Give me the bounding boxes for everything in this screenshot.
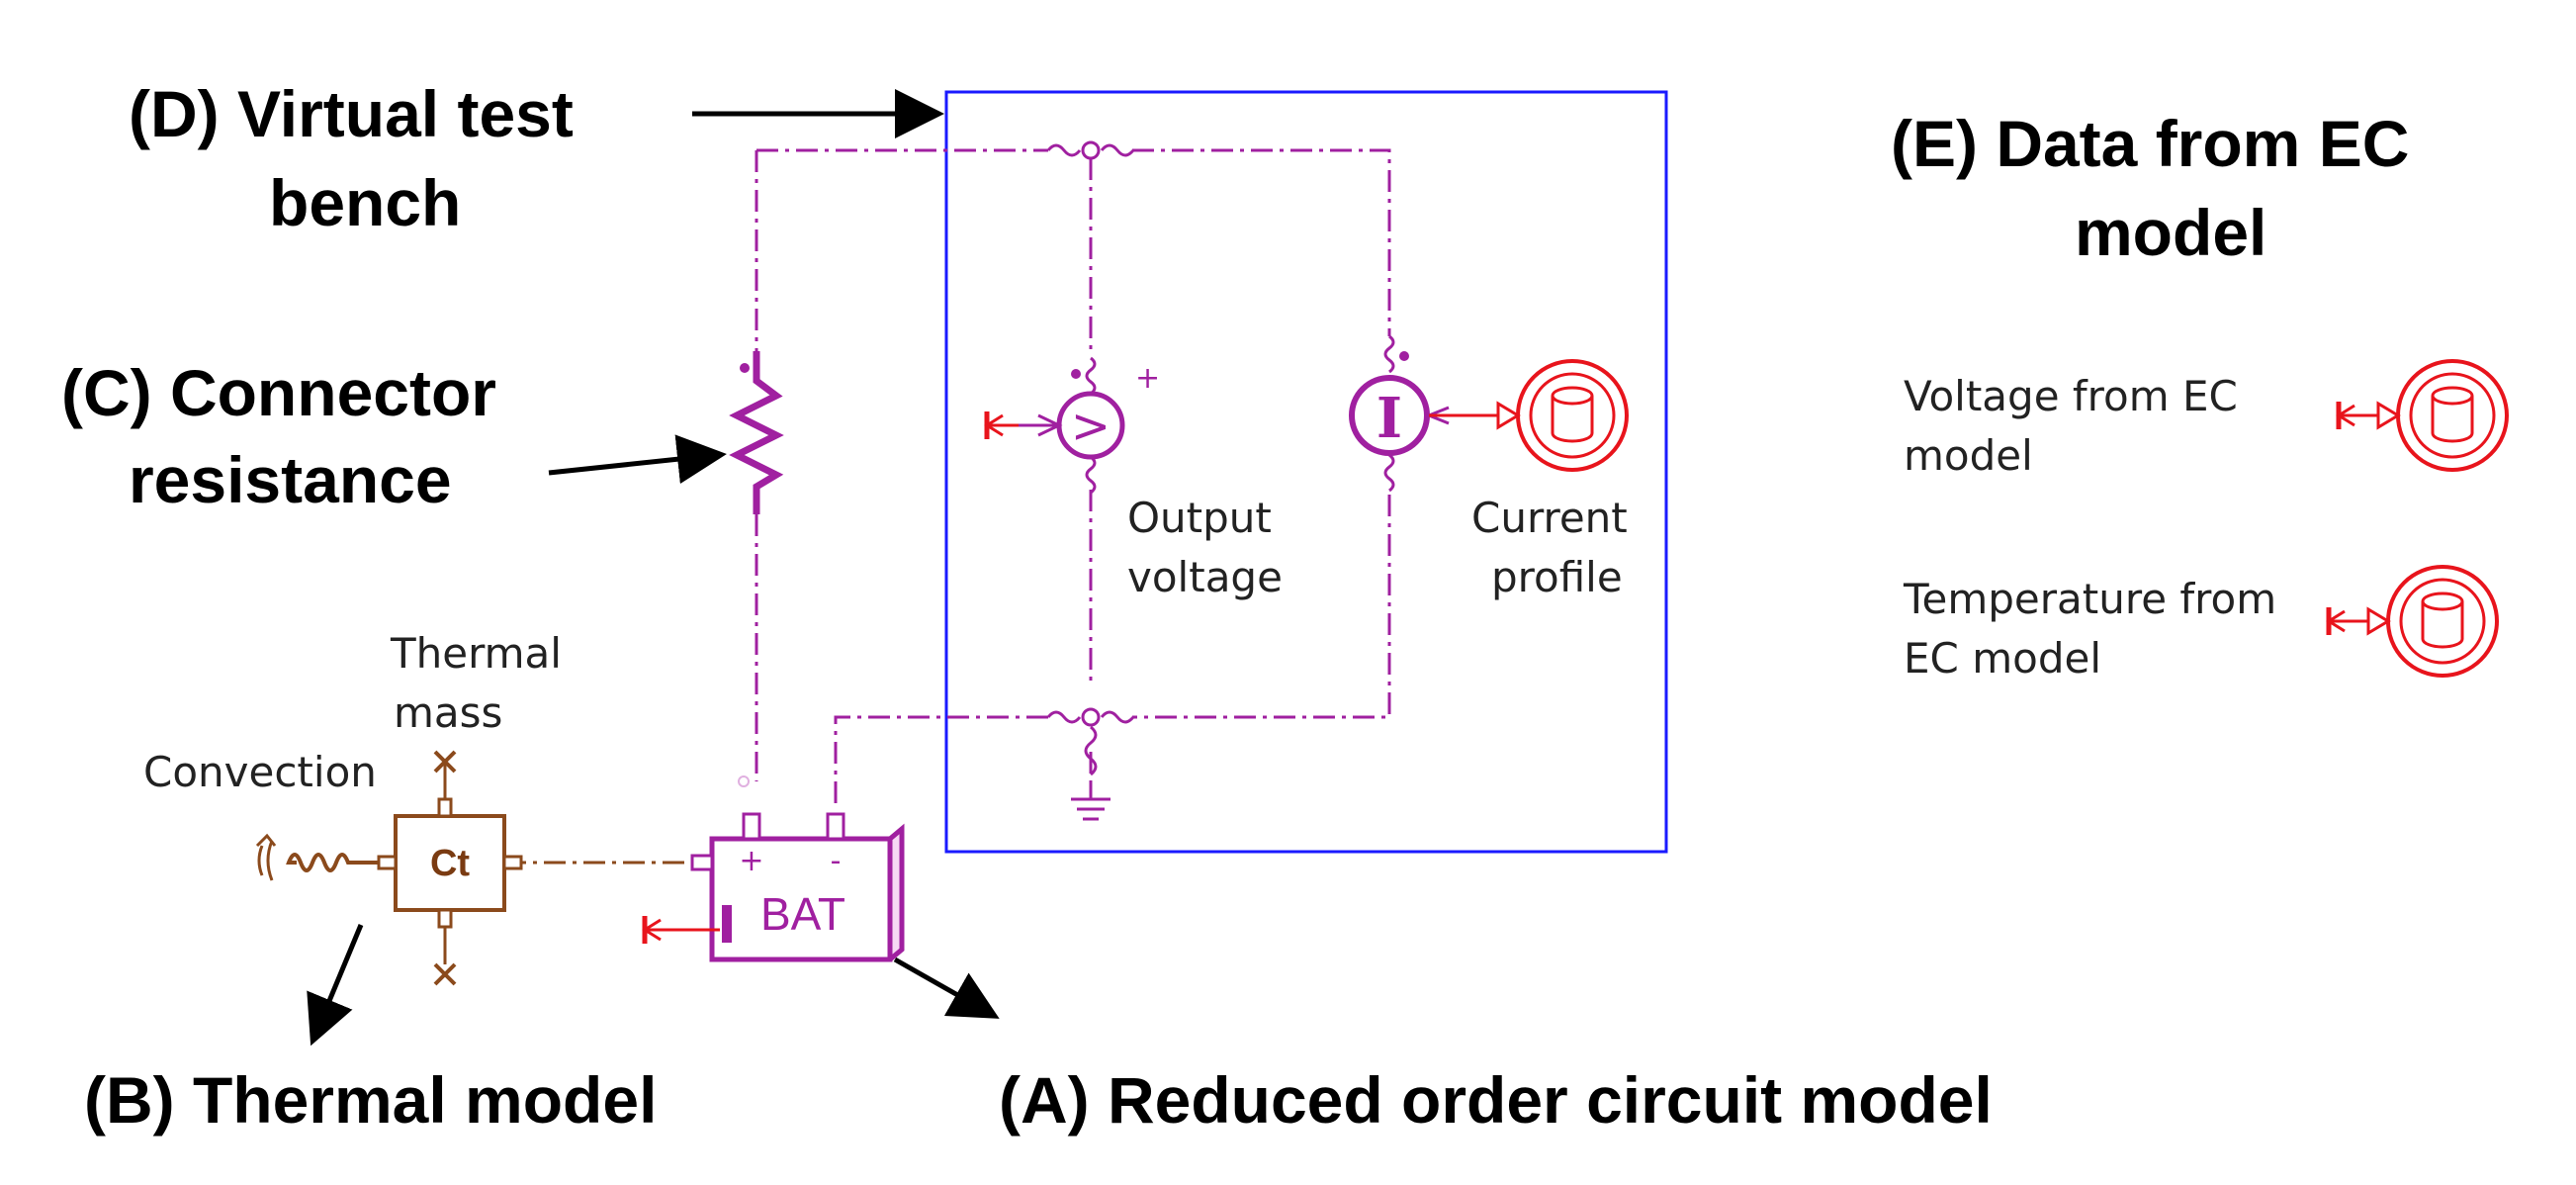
current-profile-data-icon[interactable] [1496, 359, 1629, 472]
label-voltage-from-ec-2: model [1904, 431, 2033, 480]
label-connector-resistance-1: (C) Connector [61, 356, 496, 429]
label-virtual-test-bench-2: bench [269, 166, 461, 239]
label-temperature-from-ec-1: Temperature from [1903, 575, 2276, 623]
label-data-from-ec-2: model [2075, 196, 2266, 269]
ground-icon [1071, 781, 1110, 821]
battery-plus-label: + [739, 844, 763, 878]
voltage-sensor-symbol: > [1071, 399, 1110, 454]
label-temperature-from-ec-2: EC model [1904, 634, 2101, 683]
arrow-to-thermal-model [307, 924, 364, 1047]
wire-jumpers [1046, 140, 1135, 776]
battery-model[interactable]: + - BAT [642, 775, 905, 962]
battery-symbol: BAT [760, 888, 845, 940]
label-output-voltage-1: Output [1127, 494, 1272, 542]
label-thermal-mass-1: Thermal [390, 629, 562, 678]
label-connector-resistance-2: resistance [129, 443, 452, 516]
label-data-from-ec-1: (E) Data from EC [1891, 107, 2409, 180]
test-bench-frame [944, 90, 1668, 854]
label-convection: Convection [143, 748, 377, 796]
thermal-mass-symbol: Ct [430, 843, 470, 884]
annotation-arrows [307, 89, 1000, 1047]
label-current-profile-2: profile [1491, 553, 1623, 601]
thermal-mass-block[interactable]: Ct [377, 750, 523, 986]
voltage-sensor-plus: + [1135, 361, 1160, 396]
arrow-to-circuit-model [893, 957, 1000, 1019]
temperature-data-source-icon[interactable] [2326, 565, 2499, 678]
label-voltage-from-ec-1: Voltage from EC [1904, 372, 2238, 420]
label-reduced-order-model: (A) Reduced order circuit model [999, 1063, 1993, 1137]
label-thermal-model: (B) Thermal model [84, 1063, 657, 1137]
battery-minus-label: - [831, 844, 842, 878]
connector-resistor[interactable] [729, 351, 784, 514]
voltage-sensor[interactable]: > + [984, 356, 1160, 495]
label-virtual-test-bench-1: (D) Virtual test [129, 77, 574, 150]
label-thermal-mass-2: mass [394, 688, 502, 737]
current-source[interactable]: I [1349, 334, 1498, 493]
convection-element[interactable] [255, 833, 379, 881]
circuit-wiring [504, 148, 1391, 865]
label-output-voltage-2: voltage [1127, 553, 1283, 601]
voltage-data-source-icon[interactable] [2336, 359, 2509, 472]
arrow-to-resistor [548, 434, 727, 485]
label-current-profile-1: Current [1471, 494, 1628, 542]
current-source-symbol: I [1377, 386, 1402, 451]
